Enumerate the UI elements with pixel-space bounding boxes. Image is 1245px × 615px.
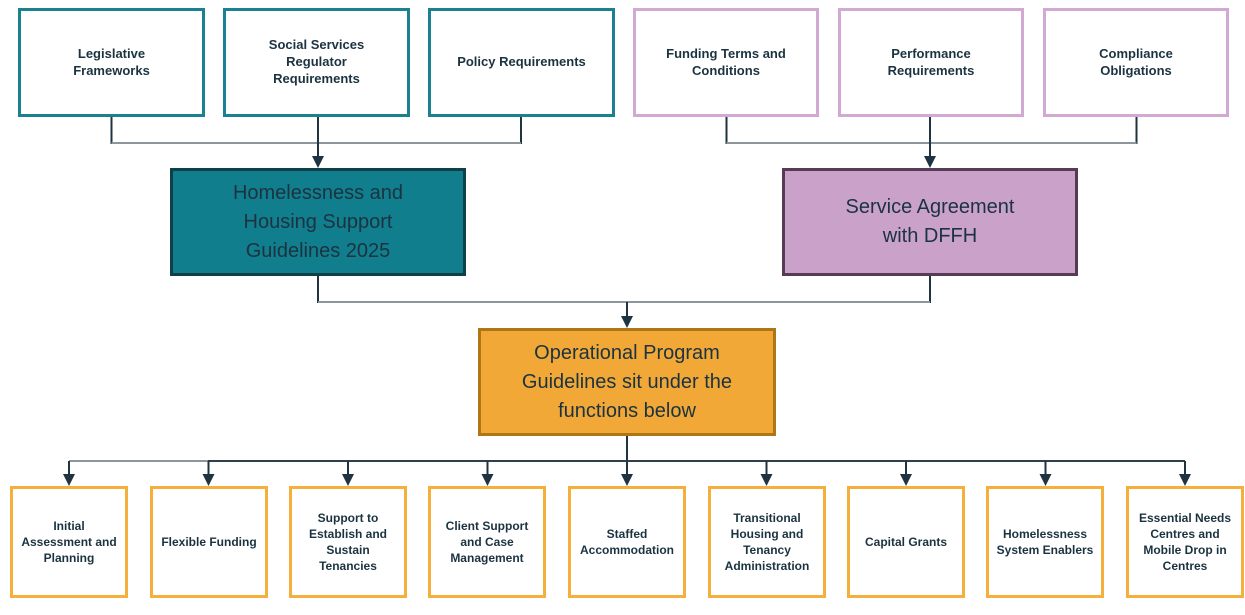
node-label: Staffed Accommodation — [579, 526, 674, 557]
node-policy-requirements: Policy Requirements — [428, 8, 615, 117]
node-client-support-and-case-management: Client Support and Case Management — [428, 486, 546, 598]
node-label: Flexible Funding — [161, 534, 257, 549]
node-label: Policy Requirements — [457, 54, 586, 70]
node-label: Funding Terms and Conditions — [666, 45, 786, 78]
node-label: Homelessness System Enablers — [996, 526, 1094, 557]
node-label: Transitional Housing and Tenancy Adminis… — [724, 510, 810, 574]
node-label: Capital Grants — [864, 534, 948, 549]
node-funding-terms-and-conditions: Funding Terms and Conditions — [633, 8, 819, 117]
node-label: Support to Establish and Sustain Tenanci… — [308, 510, 388, 574]
node-homelessness-housing-support-guidelines-2025: Homelessness and Housing Support Guideli… — [170, 168, 466, 276]
node-service-agreement-with-dffh: Service Agreement with DFFH — [782, 168, 1078, 276]
connector-operational-to-functions — [63, 436, 1191, 486]
node-operational-program-guidelines: Operational Program Guidelines sit under… — [478, 328, 776, 436]
node-essential-needs-centres-mobile-drop-in-centres: Essential Needs Centres and Mobile Drop … — [1126, 486, 1244, 598]
node-label: Essential Needs Centres and Mobile Drop … — [1138, 510, 1232, 574]
node-label: Performance Requirements — [887, 45, 975, 78]
node-transitional-housing-and-tenancy-administration: Transitional Housing and Tenancy Adminis… — [708, 486, 826, 598]
node-flexible-funding: Flexible Funding — [150, 486, 268, 598]
connector-level2-to-operational — [317, 276, 931, 328]
node-capital-grants: Capital Grants — [847, 486, 965, 598]
connector-agreement-sources-to-service-agreement — [725, 117, 1138, 168]
node-support-to-establish-and-sustain-tenancies: Support to Establish and Sustain Tenanci… — [289, 486, 407, 598]
node-label: Legislative Frameworks — [73, 45, 150, 78]
node-label: Initial Assessment and Planning — [21, 518, 117, 566]
node-label: Social Services Regulator Requirements — [268, 37, 365, 86]
connector-regulatory-to-guidelines — [110, 117, 522, 168]
node-label: Homelessness and Housing Support Guideli… — [232, 181, 404, 262]
node-staffed-accommodation: Staffed Accommodation — [568, 486, 686, 598]
node-performance-requirements: Performance Requirements — [838, 8, 1024, 117]
node-label: Service Agreement with DFFH — [845, 196, 1015, 247]
node-legislative-frameworks: Legislative Frameworks — [18, 8, 205, 117]
node-label: Compliance Obligations — [1099, 45, 1173, 78]
node-compliance-obligations: Compliance Obligations — [1043, 8, 1229, 117]
node-label: Client Support and Case Management — [445, 518, 529, 566]
node-initial-assessment-and-planning: Initial Assessment and Planning — [10, 486, 128, 598]
node-social-services-regulator-requirements: Social Services Regulator Requirements — [223, 8, 410, 117]
node-homelessness-system-enablers: Homelessness System Enablers — [986, 486, 1104, 598]
node-label: Operational Program Guidelines sit under… — [521, 341, 733, 422]
